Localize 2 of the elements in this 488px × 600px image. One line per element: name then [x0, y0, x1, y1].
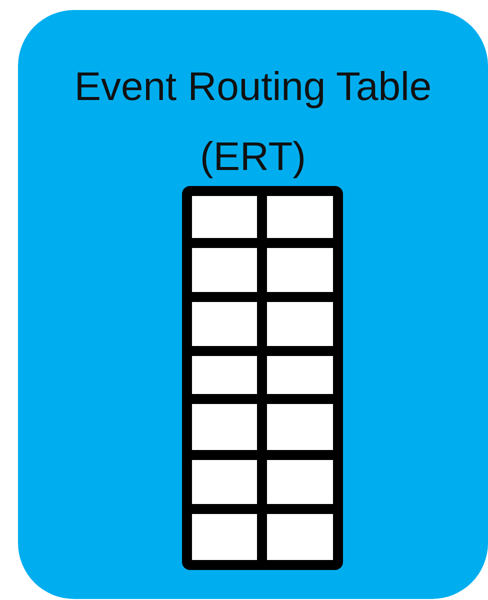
panel-title: Event Routing Table (ERT) [73, 64, 433, 181]
rounded-panel [18, 10, 488, 599]
